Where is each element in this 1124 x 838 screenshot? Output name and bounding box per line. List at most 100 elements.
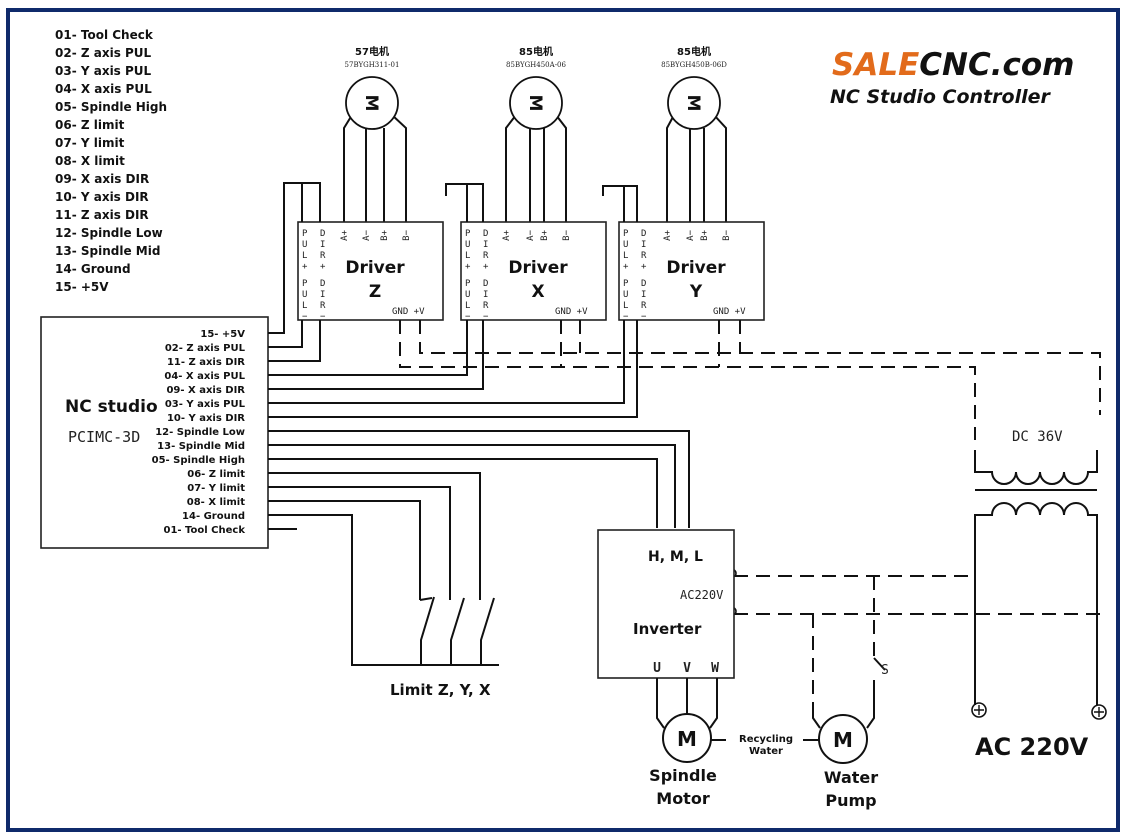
secondary-coil [974,450,1098,485]
wire-spindle-high [268,458,658,528]
controller-pin-label: 02- Z axis PUL [165,343,246,354]
motor-phase-wires [343,114,407,222]
legend-item: 07- Y limit [55,136,125,150]
transformer: DC 36V AC 220V [971,429,1107,761]
spindle-label-1: Spindle [649,766,717,785]
driver-phase-label: A− [526,229,536,240]
driver-phase-label: A+ [340,229,350,240]
driver-axis: X [531,282,544,302]
driver-pin-letter: − [320,312,326,322]
plus-icon [1094,707,1104,717]
controller-pin-label: 01- Tool Check [163,525,245,536]
legend-item: 15- +5V [55,280,109,294]
controller-pin-label: 08- X limit [187,497,245,508]
pump-label-1: Water [824,768,878,787]
driver-pin-letter: P [623,229,629,239]
driver-phase-label: A− [686,229,696,240]
ac-220v-label: AC 220V [975,733,1089,761]
wire-spindle-mid [268,444,676,528]
controller-pin-label: 15- +5V [200,329,245,340]
motor-circle [509,76,563,130]
driver-pin-letter: L [465,301,470,311]
driver-pin-letter: P [465,229,471,239]
driver-phase-label: A+ [663,229,673,240]
legend-item: 09- X axis DIR [55,172,149,186]
driver-pin-letter: + [641,262,647,272]
driver-pin-letter: U [302,240,307,250]
inverter-output-label: U [653,661,661,676]
driver-pin-letter: R [483,251,489,261]
motor-model: 57BYGH311-01 [345,61,400,69]
ac-terminal-left [971,702,987,718]
driver-pin-letter: D [641,229,646,239]
driver-title: Driver [666,258,726,278]
driver-pin-letter: − [483,312,489,322]
driver-title: Driver [345,258,405,278]
driver-phase-label: B+ [380,229,390,240]
driver-phase-label: A− [362,229,372,240]
controller-pin-label: 13- Spindle Mid [157,441,245,452]
driver-box [618,221,765,321]
driver-pin-letter: U [465,240,470,250]
dc-36v-label: DC 36V [1012,429,1063,445]
driver-pin-letter: D [320,279,325,289]
wire-x-dir [268,320,484,390]
driver-pin-letter: U [465,290,470,300]
ac-terminal-right [1091,704,1107,720]
legend-item: 01- Tool Check [55,28,154,42]
legend-item: 13- Spindle Mid [55,244,160,258]
driver-pin-letter: + [483,262,489,272]
spindle-motor-symbol: M [677,727,697,751]
driver-power-label: GND +V [713,307,746,317]
driver-power-label: GND +V [392,307,425,317]
driver-box [460,221,607,321]
driver-pin-letter: R [641,251,647,261]
driver-pin-letter: D [483,229,488,239]
motor-model: 85BYGH450A-06 [506,61,566,69]
motor-phase-wires [666,114,727,222]
driver-pin-letter: P [623,279,629,289]
driver-axis: Z [369,282,381,302]
wire-z-dir [268,320,321,362]
controller-pin-label: 11- Z axis DIR [167,357,245,368]
driver-pin-letter: L [302,301,307,311]
pump-label-2: Pump [825,791,876,810]
plus-icon [974,705,984,715]
controller-pin-label: 03- Y axis PUL [165,399,246,410]
inverter-output-label: V [683,661,691,676]
driver-pin-letter: I [320,240,325,250]
spindle-wires [656,678,718,729]
driver-phase-label: B+ [540,229,550,240]
wire-y-pul [268,320,625,404]
driver-pin-letter: + [320,262,326,272]
controller-pin-label: 12- Spindle Low [155,427,245,438]
motor-symbol: M [683,95,703,112]
controller-model: PCIMC-3D [68,428,140,446]
wire-x-pul [268,320,468,376]
wire-x-limit [268,500,421,600]
limit-label: Limit Z, Y, X [390,681,491,699]
driver-phase-label: B− [562,229,572,240]
recycling-label-1: Recycling [739,734,793,745]
driver-pin-letter: P [302,279,308,289]
driver-pin-letter: U [623,240,628,250]
brand-subtitle: NC Studio Controller [830,86,1051,108]
controller-pin-label: 09- X axis DIR [166,385,245,396]
driver-pin-letter: I [641,240,646,250]
motor-title: 57电机 [355,45,389,58]
driver-pin-letter: L [623,251,628,261]
driver-pin-letter: I [483,240,488,250]
legend-item: 04- X axis PUL [55,82,152,96]
driver-pin-letter: P [302,229,308,239]
brand-logo: SALECNC.com [832,47,1074,83]
motor-circle [667,76,721,130]
dc-gnd-bus [399,320,976,440]
primary-coil [974,502,1098,705]
driver-pin-letter: I [641,290,646,300]
driver-pin-letter: + [623,262,629,272]
driver-pin-letter: L [623,301,628,311]
legend-item: 14- Ground [55,262,131,276]
